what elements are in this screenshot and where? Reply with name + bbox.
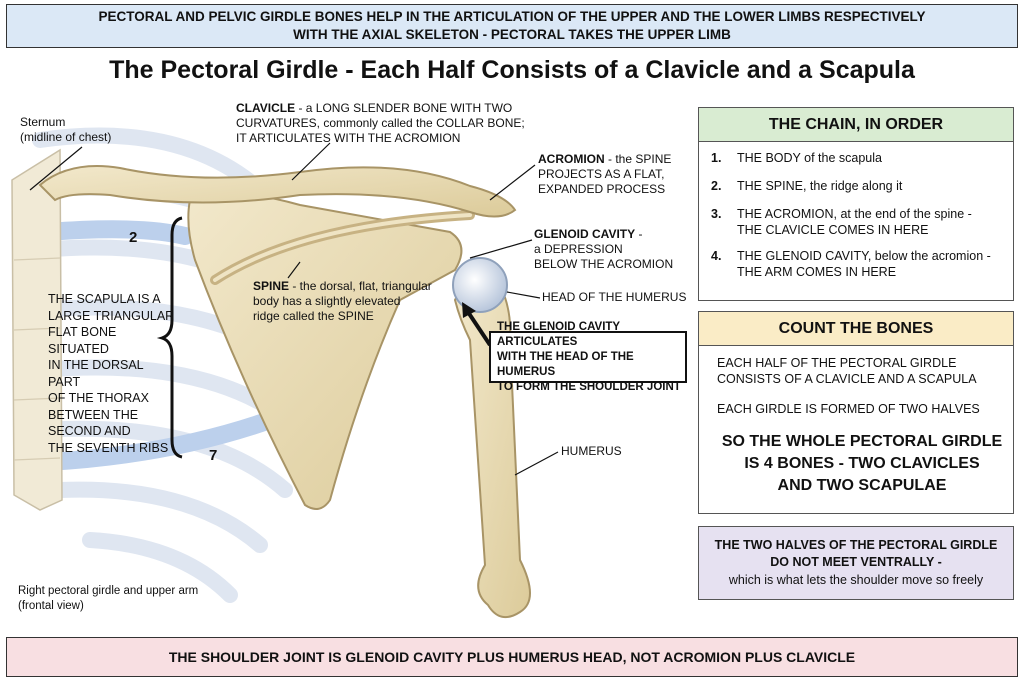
humerus-label: HUMERUS: [561, 444, 622, 458]
chain-panel-title: THE CHAIN, IN ORDER: [699, 108, 1013, 142]
count-conclusion: SO THE WHOLE PECTORAL GIRDLE IS 4 BONES …: [717, 431, 1007, 497]
spine-label: SPINE - the dorsal, flat, triangular bod…: [253, 279, 453, 324]
scapula-bracket: [156, 216, 183, 459]
callout-line: WITH THE HEAD OF THE HUMERUS: [497, 350, 634, 378]
scapula: [187, 192, 463, 510]
count-conclusion-line-1: SO THE WHOLE PECTORAL GIRDLE: [721, 433, 1003, 450]
chain-list: 1. THE BODY of the scapula 2. THE SPINE,…: [699, 142, 1013, 280]
sternum: [11, 148, 63, 511]
caption-line-1: Right pectoral girdle and upper arm: [18, 585, 199, 597]
count-paragraph-2: EACH GIRDLE IS FORMED OF TWO HALVES: [717, 402, 980, 416]
acromion-label-name: ACROMION: [538, 152, 605, 166]
acromion-label: ACROMION - the SPINE PROJECTS AS A FLAT,…: [538, 152, 698, 197]
bottom-banner: THE SHOULDER JOINT IS GLENOID CAVITY PLU…: [6, 637, 1018, 677]
count-panel: COUNT THE BONES EACH HALF OF THE PECTORA…: [698, 311, 1014, 514]
callout-line: TO FORM THE SHOULDER JOINT: [497, 380, 681, 393]
rib-7-highlight: [39, 411, 279, 471]
spine-label-line3: ridge called the SPINE: [253, 309, 374, 323]
caption-line-2: (frontal view): [18, 600, 84, 612]
scapula-line: LARGE TRIANGULAR: [48, 308, 175, 323]
acromion-label-line3: EXPANDED PROCESS: [538, 182, 666, 196]
page-title: The Pectoral Girdle - Each Half Consists…: [109, 56, 915, 84]
clavicle-label-line3: IT ARTICULATES WITH THE ACROMION: [236, 131, 461, 145]
scapula-line: THE SEVENTH RIBS: [48, 440, 169, 455]
chain-item-line-2: THE CLAVICLE COMES IN HERE: [737, 223, 929, 237]
acromion-label-line2: PROJECTS AS A FLAT,: [538, 167, 665, 181]
scapula-line: IN THE DORSAL PART: [48, 358, 144, 389]
scapula-line: THE SCAPULA IS A: [48, 292, 161, 306]
top-banner-line-1: PECTORAL AND PELVIC GIRDLE BONES HELP IN…: [98, 9, 926, 24]
rib-7-number: 7: [209, 447, 218, 464]
scapula-line: BETWEEN THE: [48, 407, 139, 422]
halves-line-1: THE TWO HALVES OF THE PECTORAL GIRDLE: [714, 538, 998, 552]
spine-label-line2: body has a slightly elevated: [253, 294, 401, 308]
spine-label-name: SPINE: [253, 279, 290, 293]
clavicle-label: CLAVICLE - a LONG SLENDER BONE WITH TWO …: [236, 101, 556, 146]
scapula-description: THE SCAPULA IS A LARGE TRIANGULAR FLAT B…: [48, 291, 176, 456]
acromion-label-line1: - the SPINE: [604, 152, 672, 166]
halves-line-2: DO NOT MEET VENTRALLY -: [770, 555, 942, 569]
clavicle-label-line2: CURVATURES, commonly called the COLLAR B…: [236, 116, 525, 130]
chain-item-line-1: THE GLENOID CAVITY, below the acromion -: [737, 249, 991, 263]
glenoid-label-name: GLENOID CAVITY: [534, 227, 636, 241]
clavicle: [38, 165, 517, 218]
scapula-line: SECOND AND: [48, 424, 131, 438]
chain-item-number: 2.: [711, 179, 722, 193]
clavicle-label-line1: - a LONG SLENDER BONE WITH TWO: [295, 101, 513, 115]
chain-item-text: THE GLENOID CAVITY, below the acromion -…: [737, 248, 991, 280]
count-conclusion-line-2: IS 4 BONES - TWO CLAVICLES: [744, 455, 980, 472]
chain-item-line-2: THE ARM COMES IN HERE: [737, 265, 897, 279]
rib-2-highlight: [39, 220, 194, 245]
rib-2-number: 2: [129, 229, 138, 246]
chain-item: 3. THE ACROMION, at the end of the spine…: [711, 206, 1007, 238]
halves-panel: THE TWO HALVES OF THE PECTORAL GIRDLE DO…: [698, 526, 1014, 600]
scapula-line: FLAT BONE SITUATED: [48, 325, 117, 356]
chain-item: 2. THE SPINE, the ridge along it: [711, 178, 1007, 194]
callout-arrow: [466, 310, 492, 347]
chain-item-number: 1.: [711, 151, 722, 165]
spine-label-line1: - the dorsal, flat, triangular: [289, 279, 432, 293]
callout-line: THE GLENOID CAVITY ARTICULATES: [497, 320, 620, 348]
top-banner-line-2: WITH THE AXIAL SKELETON - PECTORAL TAKES…: [293, 27, 731, 42]
scapula-line: OF THE THORAX: [48, 391, 149, 405]
chain-item-text: THE SPINE, the ridge along it: [737, 179, 903, 193]
count-panel-body: EACH HALF OF THE PECTORAL GIRDLE CONSIST…: [699, 346, 1013, 497]
glenoid-label-line1: -: [635, 227, 643, 241]
count-paragraph-1: EACH HALF OF THE PECTORAL GIRDLE CONSIST…: [717, 355, 1007, 387]
chain-item-text: THE ACROMION, at the end of the spine - …: [737, 206, 972, 238]
humerus-head-label: HEAD OF THE HUMERUS: [542, 290, 687, 304]
sternum-label: Sternum (midline of chest): [20, 115, 111, 145]
sternum-label-title: Sternum: [20, 115, 66, 129]
chain-item: 1. THE BODY of the scapula: [711, 150, 1007, 166]
chain-item-line-1: THE ACROMION, at the end of the spine -: [737, 207, 972, 221]
chain-panel: THE CHAIN, IN ORDER 1. THE BODY of the s…: [698, 107, 1014, 301]
sternum-label-note: (midline of chest): [20, 130, 112, 144]
chain-item-number: 3.: [711, 207, 722, 221]
count-p1-line-1: EACH HALF OF THE PECTORAL GIRDLE: [717, 356, 957, 370]
chain-item-number: 4.: [711, 249, 722, 263]
chain-item-text: THE BODY of the scapula: [737, 151, 882, 165]
clavicle-label-name: CLAVICLE: [236, 101, 296, 115]
figure-caption: Right pectoral girdle and upper arm (fro…: [18, 584, 238, 614]
top-banner: PECTORAL AND PELVIC GIRDLE BONES HELP IN…: [6, 4, 1018, 48]
count-panel-title: COUNT THE BONES: [699, 312, 1013, 346]
shoulder-illustration: [11, 127, 559, 619]
glenoid-label-line3: BELOW THE ACROMION: [534, 257, 674, 271]
glenoid-label-line2: a DEPRESSION: [534, 242, 623, 256]
shoulder-joint-callout: THE GLENOID CAVITY ARTICULATES WITH THE …: [489, 321, 687, 393]
glenoid-label: GLENOID CAVITY - a DEPRESSION BELOW THE …: [534, 227, 684, 272]
chain-item: 4. THE GLENOID CAVITY, below the acromio…: [711, 248, 1007, 280]
count-p1-line-2: CONSISTS OF A CLAVICLE AND A SCAPULA: [717, 372, 977, 386]
count-conclusion-line-3: AND TWO SCAPULAE: [777, 477, 947, 494]
humerus-head: [452, 257, 508, 313]
halves-line-3: which is what lets the shoulder move so …: [728, 573, 984, 587]
